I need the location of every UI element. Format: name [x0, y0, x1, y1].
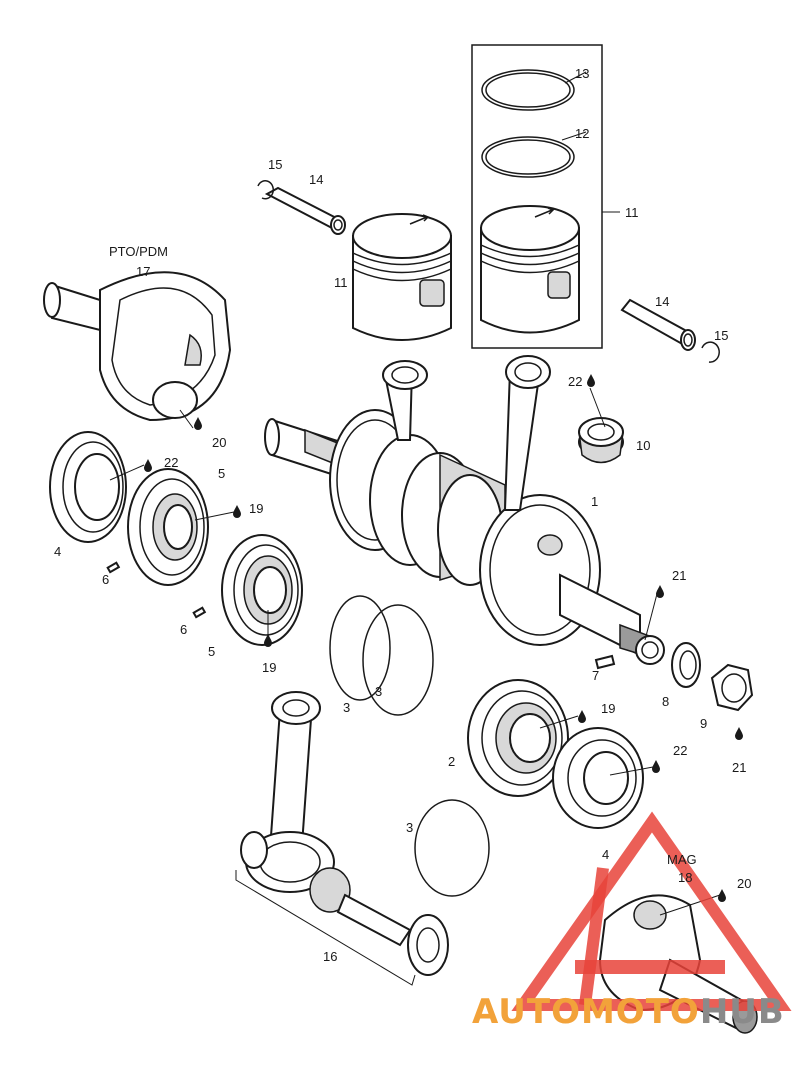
label-oring-b: 3 — [375, 684, 382, 699]
label-grease-22a: 22 — [568, 374, 582, 389]
label-key: 7 — [592, 668, 599, 683]
crank-nut — [710, 663, 754, 712]
label-pto-half: 17 — [136, 264, 150, 279]
label-seal-left: 4 — [54, 544, 61, 559]
oil-drop-20a — [194, 417, 202, 430]
dowel-pin-a — [106, 561, 121, 574]
label-mag-half: 18 — [678, 870, 692, 885]
label-pin-a: 6 — [102, 572, 109, 587]
label-piston-left: 11 — [334, 275, 348, 290]
label-bearing-left2: 5 — [208, 644, 215, 659]
label-pin-left: 14 — [309, 172, 323, 187]
piston-ring-12 — [481, 136, 575, 178]
label-bearing-left: 5 — [218, 466, 225, 481]
piston-right — [480, 205, 580, 334]
oring-b — [362, 604, 434, 716]
woodruff-key — [594, 654, 616, 670]
bearing-mag — [467, 679, 569, 797]
lock-washer — [671, 642, 701, 688]
oil-drop-21b — [735, 727, 743, 740]
label-ring-lower: 12 — [575, 126, 589, 141]
label-crankshaft: 1 — [591, 494, 598, 509]
bearing-left-lower — [221, 534, 303, 646]
circlip-left — [257, 180, 274, 200]
label-grease-22b: 22 — [164, 455, 178, 470]
oil-drop-19c — [578, 710, 586, 723]
bearing-left-upper — [127, 468, 209, 586]
oil-drop-19a — [233, 505, 241, 518]
watermark-text: AUTOMOTOHUB — [472, 992, 785, 1032]
label-mag: MAG — [667, 852, 697, 867]
conrod-kit — [240, 691, 449, 976]
oil-drop-22b — [144, 459, 152, 472]
seal-right — [552, 727, 644, 829]
seal-left — [49, 431, 127, 543]
dowel-pin-b — [192, 606, 207, 619]
piston-left — [352, 213, 452, 341]
label-seal-right: 4 — [602, 847, 609, 862]
oring-a — [329, 595, 391, 701]
label-conrod-kit: 16 — [323, 949, 337, 964]
label-pin-right: 14 — [655, 294, 669, 309]
label-grease-20b: 20 — [737, 876, 751, 891]
label-grease-19a: 19 — [249, 501, 263, 516]
piston-kit-box — [471, 44, 603, 349]
label-bearing-mag: 2 — [448, 754, 455, 769]
label-grease-19c: 19 — [601, 701, 615, 716]
label-ring-upper: 13 — [575, 66, 589, 81]
label-oring-a: 3 — [343, 700, 350, 715]
label-pto: PTO/PDM — [109, 244, 168, 259]
label-nut: 9 — [700, 716, 707, 731]
oring-c — [414, 799, 490, 897]
needle-bearing-10 — [578, 417, 624, 464]
label-oring-c: 3 — [406, 820, 413, 835]
label-washer: 8 — [662, 694, 669, 709]
label-grease-21a: 21 — [672, 568, 686, 583]
label-pin-b: 6 — [180, 622, 187, 637]
piston-ring-13 — [481, 69, 575, 111]
circlip-right — [701, 341, 720, 363]
label-piston-right: 11 — [625, 205, 639, 220]
conrod-left-in-crank — [382, 360, 428, 441]
piston-pin-left — [264, 186, 347, 235]
label-needle-bearing: 10 — [636, 438, 650, 453]
automotohub-watermark — [511, 811, 792, 1011]
label-grease-22c: 22 — [673, 743, 687, 758]
oil-drop-22a — [587, 374, 595, 387]
conrod-right-in-crank — [503, 355, 551, 511]
label-grease-19b: 19 — [262, 660, 276, 675]
piston-pin-right — [620, 298, 696, 351]
label-circlip-right: 15 — [714, 328, 728, 343]
label-grease-20a: 20 — [212, 435, 226, 450]
label-grease-21b: 21 — [732, 760, 746, 775]
oil-drop-22c — [652, 760, 660, 773]
pto-crank-half — [43, 271, 232, 422]
conrod-kit-bracket — [235, 870, 416, 986]
label-circlip-left: 15 — [268, 157, 282, 172]
